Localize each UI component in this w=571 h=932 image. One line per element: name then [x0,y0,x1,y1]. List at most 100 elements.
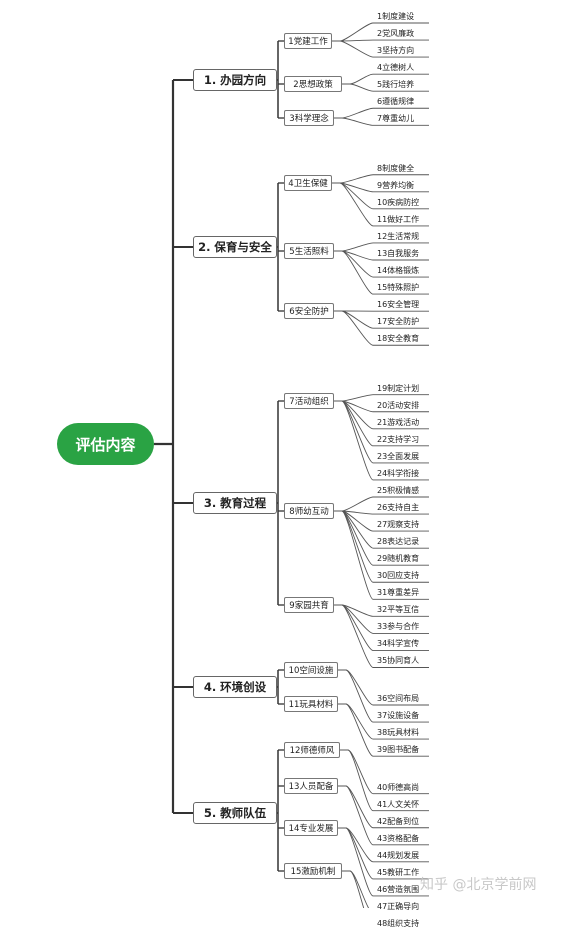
leaf-label: 19制定计划 [377,383,419,394]
sub-branch-node[interactable]: 1党建工作 [284,33,332,49]
sub-branch-node[interactable]: 5生活照料 [284,243,334,259]
leaf-label: 14体格锻炼 [377,265,419,276]
leaf-label: 36空间布局 [377,693,419,704]
leaf-node[interactable]: 8制度健全 [373,163,429,177]
leaf-label: 22支持学习 [377,434,419,445]
leaf-label: 37设施设备 [377,710,419,721]
leaf-node[interactable]: 18安全教育 [373,333,429,347]
leaf-label: 38玩具材料 [377,727,419,738]
leaf-node[interactable]: 38玩具材料 [373,727,429,741]
leaf-node[interactable]: 10疾病防控 [373,197,429,211]
leaf-node[interactable]: 32平等互信 [373,604,429,618]
branch-node[interactable]: 3. 教育过程 [193,492,277,514]
leaf-label: 15特殊照护 [377,282,419,293]
leaf-node[interactable]: 40师德高尚 [373,782,429,796]
leaf-node[interactable]: 1制度建设 [373,11,429,25]
leaf-label: 31尊重差异 [377,587,419,598]
leaf-node[interactable]: 42配备到位 [373,816,429,830]
sub-branch-node[interactable]: 15激励机制 [284,863,342,879]
leaf-node[interactable]: 25积极情感 [373,485,429,499]
branch-node[interactable]: 2. 保育与安全 [193,236,277,258]
sub-branch-label: 14专业发展 [289,822,334,834]
sub-branch-node[interactable]: 7活动组织 [284,393,334,409]
leaf-node[interactable]: 28表达记录 [373,536,429,550]
sub-branch-node[interactable]: 8师幼互动 [284,503,334,519]
leaf-node[interactable]: 30回应支持 [373,570,429,584]
sub-branch-label: 12师德师风 [290,744,335,756]
sub-branch-node[interactable]: 9家园共育 [284,597,334,613]
leaf-label: 24科学衔接 [377,468,419,479]
leaf-node[interactable]: 47正确导向 [373,901,429,915]
root-node[interactable]: 评估内容 [57,423,154,465]
leaf-node[interactable]: 4立德树人 [373,62,429,76]
leaf-label: 28表达记录 [377,536,419,547]
leaf-label: 20活动安排 [377,400,419,411]
sub-branch-node[interactable]: 13人员配备 [284,778,338,794]
leaf-label: 34科学宣传 [377,638,419,649]
sub-branch-node[interactable]: 2思想政策 [284,76,342,92]
sub-branch-label: 10空间设施 [289,664,334,676]
leaf-node[interactable]: 19制定计划 [373,383,429,397]
leaf-node[interactable]: 17安全防护 [373,316,429,330]
leaf-node[interactable]: 7尊重幼儿 [373,113,429,127]
leaf-node[interactable]: 11做好工作 [373,214,429,228]
leaf-label: 7尊重幼儿 [377,113,414,124]
leaf-label: 10疾病防控 [377,197,419,208]
sub-branch-node[interactable]: 4卫生保健 [284,175,332,191]
leaf-label: 2党风廉政 [377,28,414,39]
branch-node[interactable]: 1. 办园方向 [193,69,277,91]
leaf-node[interactable]: 24科学衔接 [373,468,429,482]
leaf-node[interactable]: 2党风廉政 [373,28,429,42]
sub-branch-label: 15激励机制 [291,865,336,877]
sub-branch-label: 7活动组织 [289,395,328,407]
leaf-label: 39图书配备 [377,744,419,755]
leaf-node[interactable]: 34科学宣传 [373,638,429,652]
leaf-node[interactable]: 37设施设备 [373,710,429,724]
leaf-node[interactable]: 39图书配备 [373,744,429,758]
leaf-node[interactable]: 20活动安排 [373,400,429,414]
leaf-node[interactable]: 36空间布局 [373,693,429,707]
sub-branch-node[interactable]: 14专业发展 [284,820,338,836]
sub-branch-node[interactable]: 10空间设施 [284,662,338,678]
leaf-node[interactable]: 31尊重差异 [373,587,429,601]
sub-branch-label: 4卫生保健 [288,177,327,189]
leaf-node[interactable]: 27观察支持 [373,519,429,533]
leaf-label: 6遵循规律 [377,96,414,107]
sub-branch-node[interactable]: 12师德师风 [284,742,340,758]
leaf-node[interactable]: 26支持自主 [373,502,429,516]
leaf-node[interactable]: 5践行培养 [373,79,429,93]
leaf-node[interactable]: 9营养均衡 [373,180,429,194]
sub-branch-label: 6安全防护 [289,305,328,317]
leaf-node[interactable]: 29随机教育 [373,553,429,567]
leaf-node[interactable]: 13自我服务 [373,248,429,262]
leaf-label: 21游戏活动 [377,417,419,428]
leaf-node[interactable]: 21游戏活动 [373,417,429,431]
sub-branch-node[interactable]: 6安全防护 [284,303,334,319]
leaf-node[interactable]: 3坚持方向 [373,45,429,59]
leaf-node[interactable]: 22支持学习 [373,434,429,448]
branch-node[interactable]: 4. 环境创设 [193,676,277,698]
leaf-node[interactable]: 35协同育人 [373,655,429,669]
leaf-node[interactable]: 43资格配备 [373,833,429,847]
leaf-node[interactable]: 14体格锻炼 [373,265,429,279]
leaf-node[interactable]: 16安全管理 [373,299,429,313]
leaf-label: 32平等互信 [377,604,419,615]
leaf-label: 3坚持方向 [377,45,414,56]
leaf-node[interactable]: 48组织支持 [373,918,429,932]
leaf-label: 46营造氛围 [377,884,419,895]
leaf-node[interactable]: 23全面发展 [373,451,429,465]
leaf-node[interactable]: 12生活常规 [373,231,429,245]
leaf-label: 1制度建设 [377,11,414,22]
branch-node[interactable]: 5. 教师队伍 [193,802,277,824]
leaf-node[interactable]: 41人文关怀 [373,799,429,813]
leaf-label: 30回应支持 [377,570,419,581]
leaf-node[interactable]: 44规划发展 [373,850,429,864]
leaf-node[interactable]: 15特殊照护 [373,282,429,296]
leaf-node[interactable]: 33参与合作 [373,621,429,635]
mind-map: 评估内容 1. 办园方向 1党建工作 1制度建设 2党风廉政 3坚持方向 2思想政策 4立德… [0,0,571,908]
sub-branch-node[interactable]: 3科学理念 [284,110,334,126]
leaf-label: 29随机教育 [377,553,419,564]
sub-branch-node[interactable]: 11玩具材料 [284,696,338,712]
leaf-node[interactable]: 6遵循规律 [373,96,429,110]
leaf-label: 12生活常规 [377,231,419,242]
